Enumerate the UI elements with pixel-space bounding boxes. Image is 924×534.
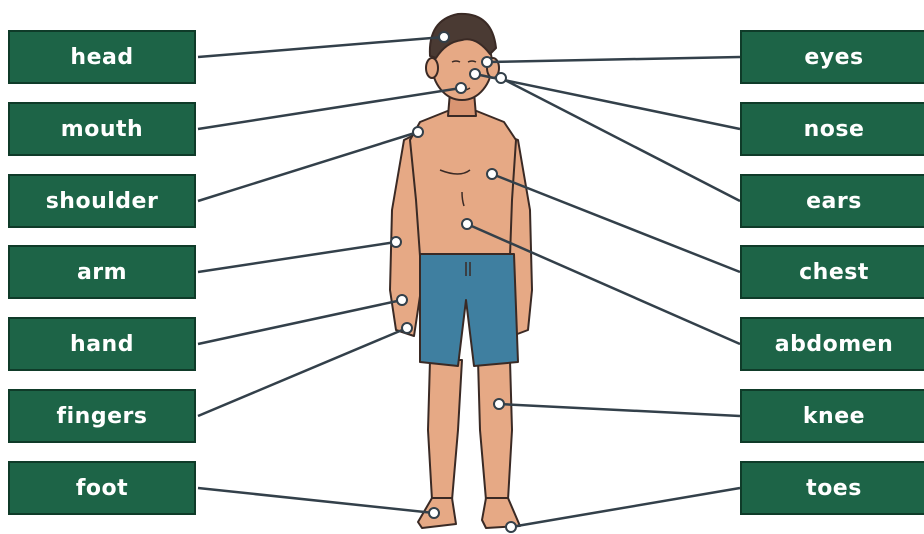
dot-shoulder: [413, 127, 423, 137]
label-shoulder: shoulder: [8, 174, 196, 228]
dot-hand: [397, 295, 407, 305]
connector-head: [198, 37, 444, 57]
dot-toes: [506, 522, 516, 532]
label-mouth: mouth: [8, 102, 196, 156]
label-toes: toes: [740, 461, 924, 515]
connector-nose: [475, 74, 740, 129]
connector-toes: [511, 488, 740, 527]
connector-hand: [198, 300, 402, 344]
dot-chest: [487, 169, 497, 179]
label-arm: arm: [8, 245, 196, 299]
shorts: [420, 254, 518, 366]
connector-knee: [499, 404, 740, 416]
label-abdomen: abdomen: [740, 317, 924, 371]
label-knee: knee: [740, 389, 924, 443]
label-nose: nose: [740, 102, 924, 156]
dot-nose: [470, 69, 480, 79]
label-hand: hand: [8, 317, 196, 371]
dot-abdomen: [462, 219, 472, 229]
connector-eyes: [487, 57, 740, 62]
connector-foot: [198, 488, 434, 513]
label-chest: chest: [740, 245, 924, 299]
label-foot: foot: [8, 461, 196, 515]
right-leg: [478, 360, 512, 508]
dot-foot: [429, 508, 439, 518]
left-leg: [428, 360, 462, 508]
dot-fingers: [402, 323, 412, 333]
label-head: head: [8, 30, 196, 84]
dot-arm: [391, 237, 401, 247]
connector-fingers: [198, 328, 407, 416]
dot-ears: [496, 73, 506, 83]
dot-knee: [494, 399, 504, 409]
label-ears: ears: [740, 174, 924, 228]
dot-head: [439, 32, 449, 42]
label-fingers: fingers: [8, 389, 196, 443]
connector-shoulder: [198, 132, 418, 201]
dot-eyes: [482, 57, 492, 67]
left-ear-shape: [426, 58, 438, 78]
connector-arm: [198, 242, 396, 272]
label-eyes: eyes: [740, 30, 924, 84]
dot-mouth: [456, 83, 466, 93]
connector-ears: [501, 78, 740, 201]
torso: [410, 110, 516, 256]
